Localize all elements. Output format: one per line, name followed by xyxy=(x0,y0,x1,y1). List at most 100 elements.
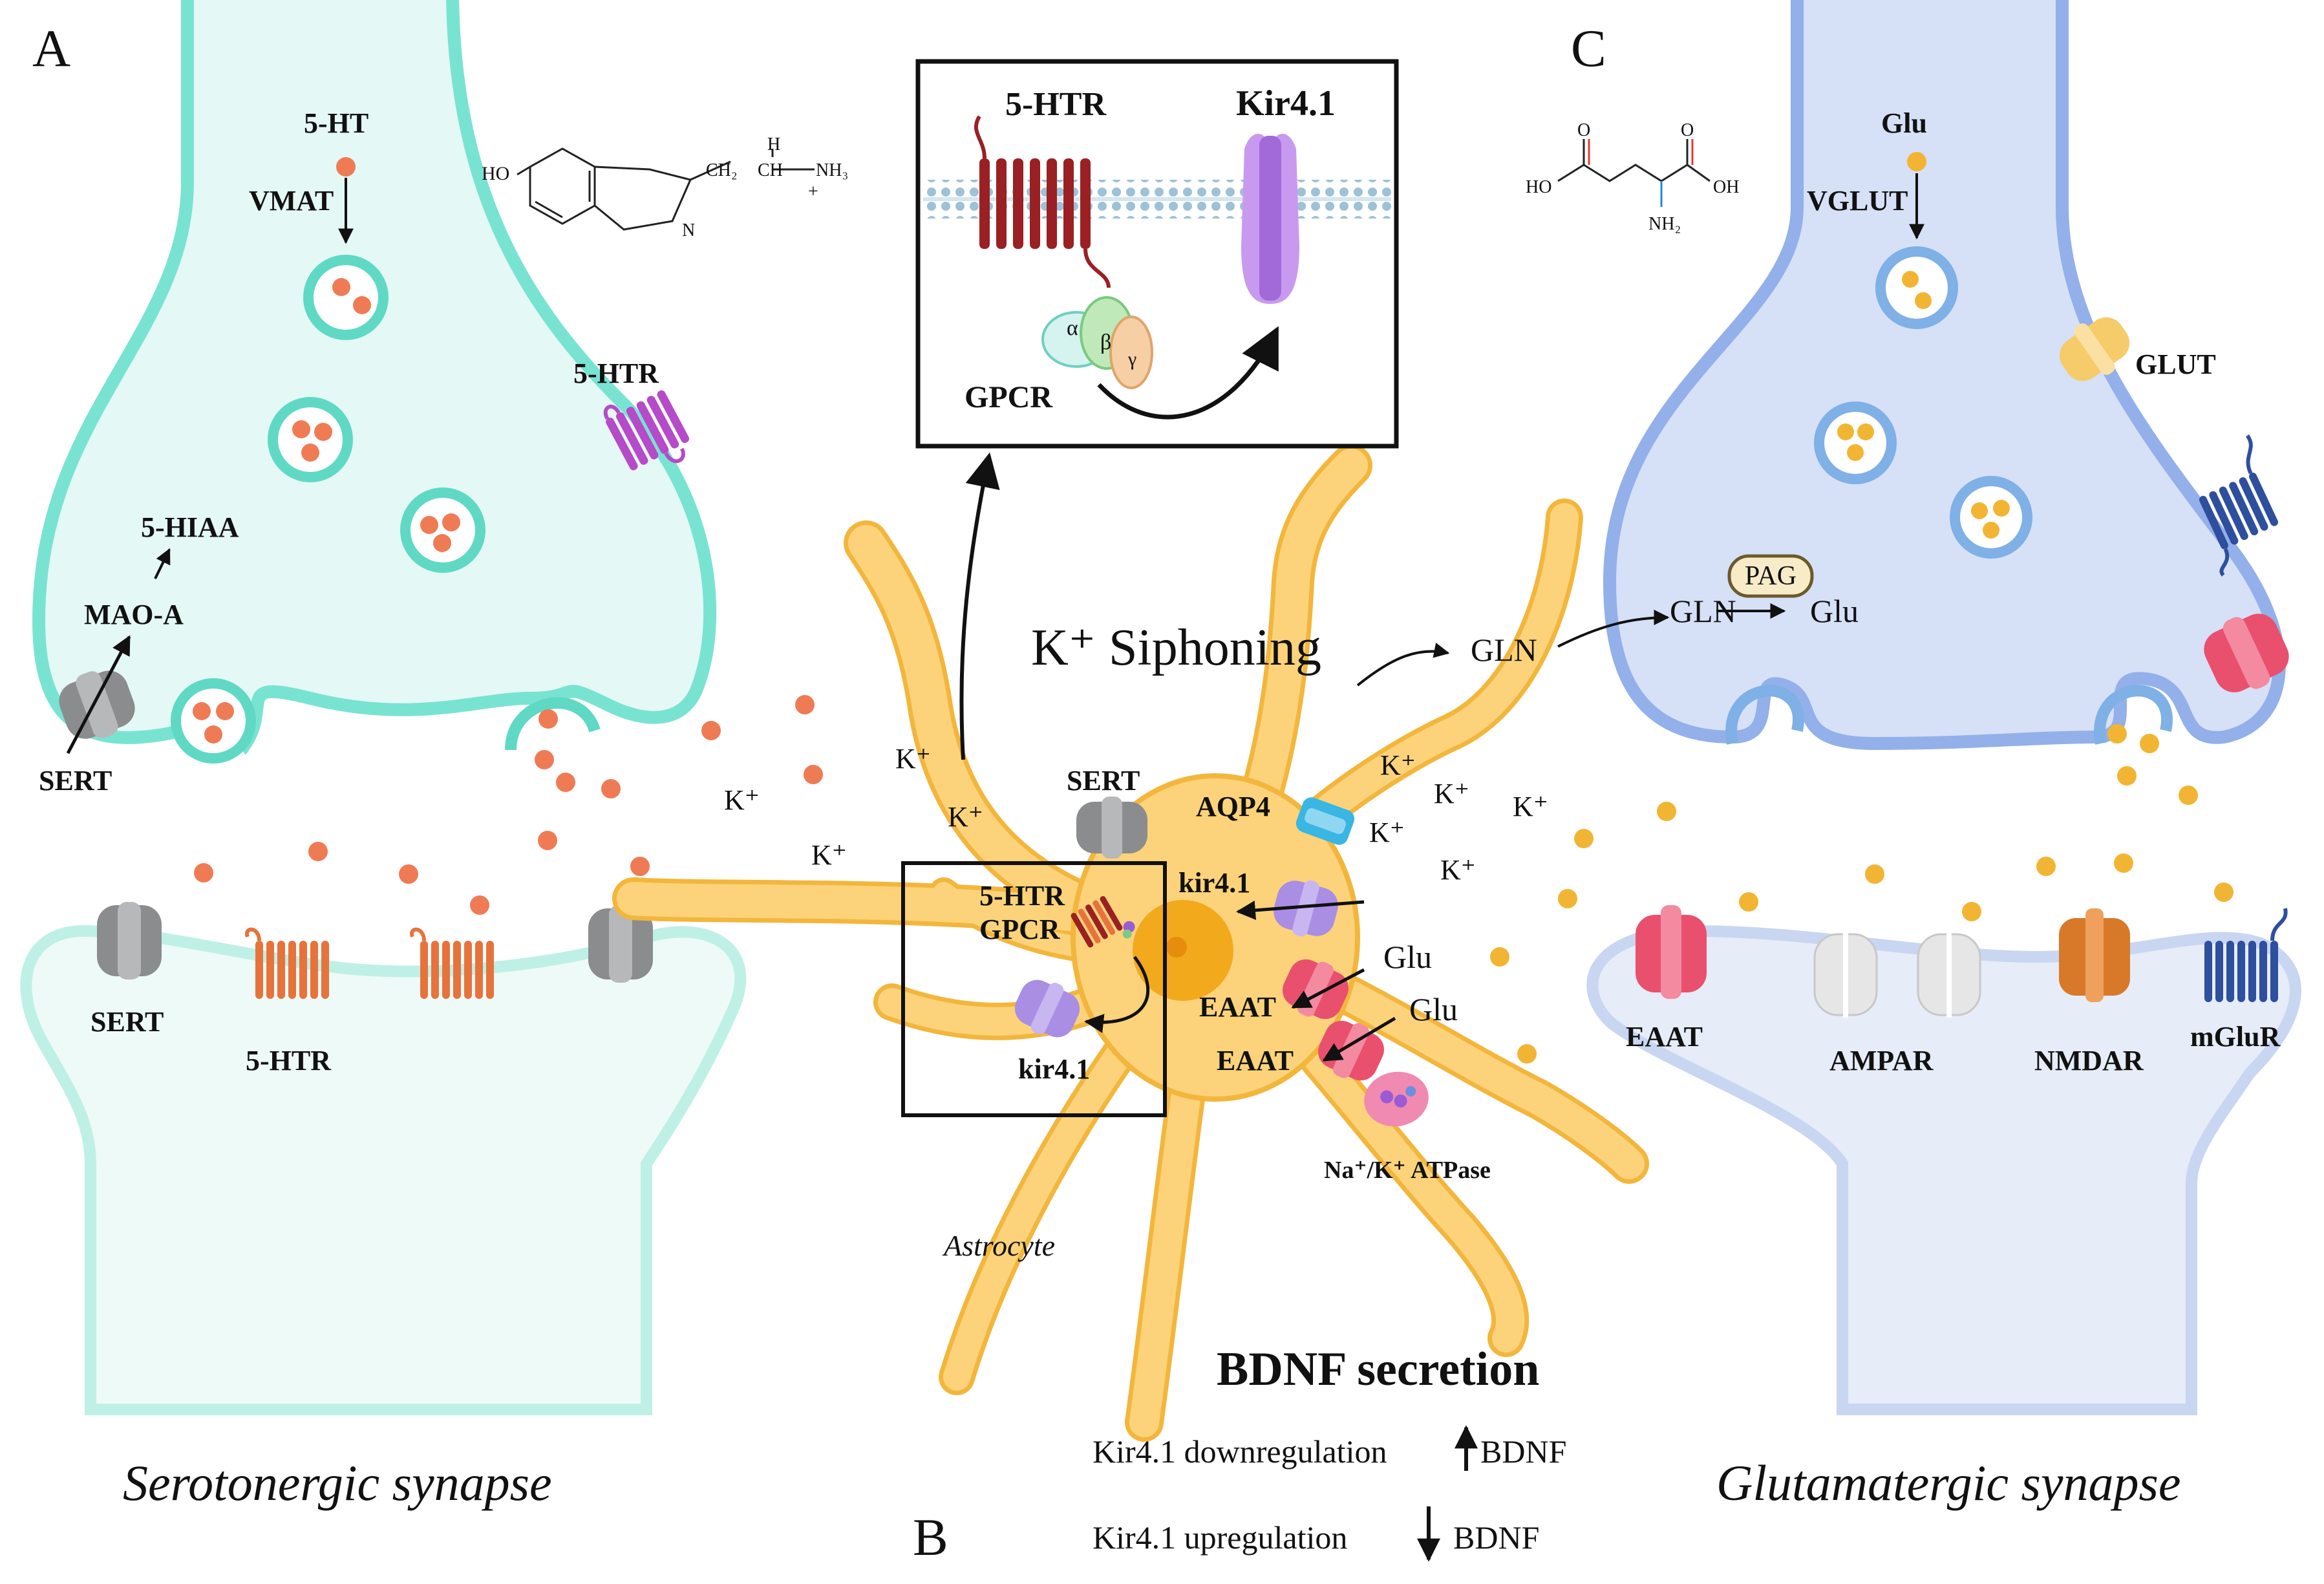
glutamatergic-synapse: Glu VGLUT GLUT PAG GLN Glu EAAT AMPAR NM… xyxy=(1490,0,2301,1415)
label-sert-post: SERT xyxy=(91,1006,164,1038)
postsynaptic-sert-transporter-1 xyxy=(97,902,162,979)
molglu-o1: O xyxy=(1577,120,1590,140)
serotonergic-postsynaptic-terminal xyxy=(20,925,747,1415)
k-ion: K⁺ xyxy=(948,801,983,833)
mol5ht-h: H xyxy=(767,134,780,155)
inset-activation-arrow xyxy=(1097,326,1279,420)
inset-label-kir41: Kir4.1 xyxy=(1236,83,1336,123)
mechanism-inset: α β γ 5-HTR Kir4.1 GPCR xyxy=(915,59,1399,449)
gamma-label: γ xyxy=(1127,348,1136,370)
beta-label: β xyxy=(1100,330,1111,354)
mol5ht-nh3: NH₃ xyxy=(816,160,848,180)
label-sert-pre: SERT xyxy=(39,765,112,797)
mol5ht-ch2: CH₂ xyxy=(706,160,738,180)
label-glu: Glu xyxy=(1881,107,1927,139)
label-vmat: VMAT xyxy=(249,185,334,217)
postsynaptic-eaat-channel xyxy=(1636,905,1707,999)
label-glut: GLUT xyxy=(2135,348,2216,380)
label-mao-a: MAO-A xyxy=(84,599,184,630)
gln-transfer-arrow xyxy=(1557,610,1670,648)
glu-release-pocket-1 xyxy=(1725,685,1804,745)
presynaptic-mglur-receptor xyxy=(2199,434,2278,577)
ampar-receptor-2 xyxy=(1917,932,1981,1018)
label-aqp4: AQP4 xyxy=(1196,791,1270,822)
label-eaat-astro-2: EAAT xyxy=(1217,1045,1294,1076)
label-glu-pre: Glu xyxy=(1810,593,1859,629)
postsynaptic-5htr-receptor-2 xyxy=(410,927,494,999)
label-bdnf-down: BDNF xyxy=(1480,1433,1566,1470)
k-ion: K⁺ xyxy=(895,743,931,775)
label-mglur: mGluR xyxy=(2190,1021,2281,1053)
label-5htr-post: 5-HTR xyxy=(246,1045,332,1076)
free-glutamate-molecules xyxy=(1490,152,2233,1064)
kir41-channel-soma xyxy=(1274,880,1338,937)
mol5ht-plus: + xyxy=(808,182,818,202)
ampar-receptor-1 xyxy=(1813,932,1878,1018)
label-glu-astro-1: Glu xyxy=(1383,939,1432,975)
glu-release-pocket-2 xyxy=(2094,685,2173,745)
astrocyte-inset-frame xyxy=(901,861,1167,1117)
astrocyte: K⁺ Siphoning SERT AQP4 kir4.1 5-HTR GPCR… xyxy=(612,444,1670,1562)
sert-reuptake-arrow xyxy=(66,635,131,755)
postsynaptic-sert-transporter-2 xyxy=(588,905,653,983)
mol5ht-n: N xyxy=(682,220,695,241)
label-kir-upregulation: Kir4.1 upregulation xyxy=(1093,1519,1347,1556)
k-ion: K⁺ xyxy=(1434,778,1469,809)
panel-label-a: A xyxy=(32,19,70,78)
label-kir41-box: kir4.1 xyxy=(1018,1053,1090,1085)
k-ion: K⁺ xyxy=(1440,854,1476,886)
mol5ht-ho: HO xyxy=(482,163,509,184)
molglu-oh: OH xyxy=(1713,177,1739,197)
label-kir-downregulation: Kir4.1 downregulation xyxy=(1093,1433,1387,1470)
panel-label-b: B xyxy=(913,1508,948,1567)
label-astrocyte: Astrocyte xyxy=(942,1229,1055,1262)
glutamate-molecule-structure: O O HO OH NH₂ xyxy=(1526,120,1739,234)
astrocyte-5htr-gpcr xyxy=(1071,895,1135,948)
release-pocket xyxy=(505,697,601,751)
panel-label-c: C xyxy=(1571,19,1606,78)
molglu-ho: HO xyxy=(1526,177,1551,197)
label-ampar: AMPAR xyxy=(1829,1045,1934,1076)
g-protein-complex: α β γ xyxy=(1041,296,1153,389)
serotonin-vesicles xyxy=(171,255,485,764)
potassium-ions: K⁺ K⁺ K⁺ K⁺ K⁺ K⁺ K⁺ K⁺ K⁺ xyxy=(724,743,1548,886)
title-glutamatergic-synapse: Glutamatergic synapse xyxy=(1716,1455,2181,1511)
label-5htr-pre: 5-HTR xyxy=(573,358,659,389)
astrocyte-sert-transporter xyxy=(1076,797,1147,859)
glutamate-vesicles xyxy=(1814,246,2032,559)
alpha-label: α xyxy=(1067,316,1078,340)
label-gln-pre: GLN xyxy=(1670,593,1736,629)
k-ion: K⁺ xyxy=(1513,791,1548,822)
gpcr-to-kir-arrow xyxy=(1084,956,1150,1033)
molglu-nh2: NH₂ xyxy=(1648,214,1681,234)
inset-kir41-channel xyxy=(1241,133,1299,304)
label-eaat-post: EAAT xyxy=(1626,1021,1703,1053)
nmdar-receptor xyxy=(2059,908,2130,1002)
pag-badge xyxy=(1727,554,1814,598)
label-nmdar: NMDAR xyxy=(2034,1045,2144,1076)
inset-5htr-receptor xyxy=(974,115,1111,288)
label-vglut: VGLUT xyxy=(1807,185,1908,217)
na-k-atpase-pump xyxy=(1364,1071,1429,1127)
presynaptic-5htr-receptor xyxy=(603,390,690,471)
mao-a-arrow xyxy=(154,548,171,579)
k-influx-arrow xyxy=(1236,900,1365,920)
postsynaptic-mglur-receptor xyxy=(2204,908,2288,1002)
k-ion: K⁺ xyxy=(1380,749,1416,781)
label-bdnf-up: BDNF xyxy=(1453,1519,1539,1556)
presynaptic-eaat-channel xyxy=(2204,614,2289,692)
k-ion: K⁺ xyxy=(724,784,760,816)
postsynaptic-5htr-receptor-1 xyxy=(245,927,329,999)
inset-frame xyxy=(915,59,1399,449)
label-bdnf-secretion: BDNF secretion xyxy=(1217,1343,1539,1396)
presynaptic-sert-transporter xyxy=(59,670,135,739)
label-pag: PAG xyxy=(1745,561,1796,591)
label-htr-gpcr-line1: 5-HTR xyxy=(979,880,1065,912)
molglu-o2: O xyxy=(1681,120,1694,140)
glut-transporter xyxy=(2059,317,2130,381)
label-sert-astro: SERT xyxy=(1067,765,1140,797)
k-ion: K⁺ xyxy=(1369,817,1405,848)
mol5ht-ch: CH xyxy=(758,160,783,180)
label-htr-gpcr-line2: GPCR xyxy=(979,914,1061,945)
